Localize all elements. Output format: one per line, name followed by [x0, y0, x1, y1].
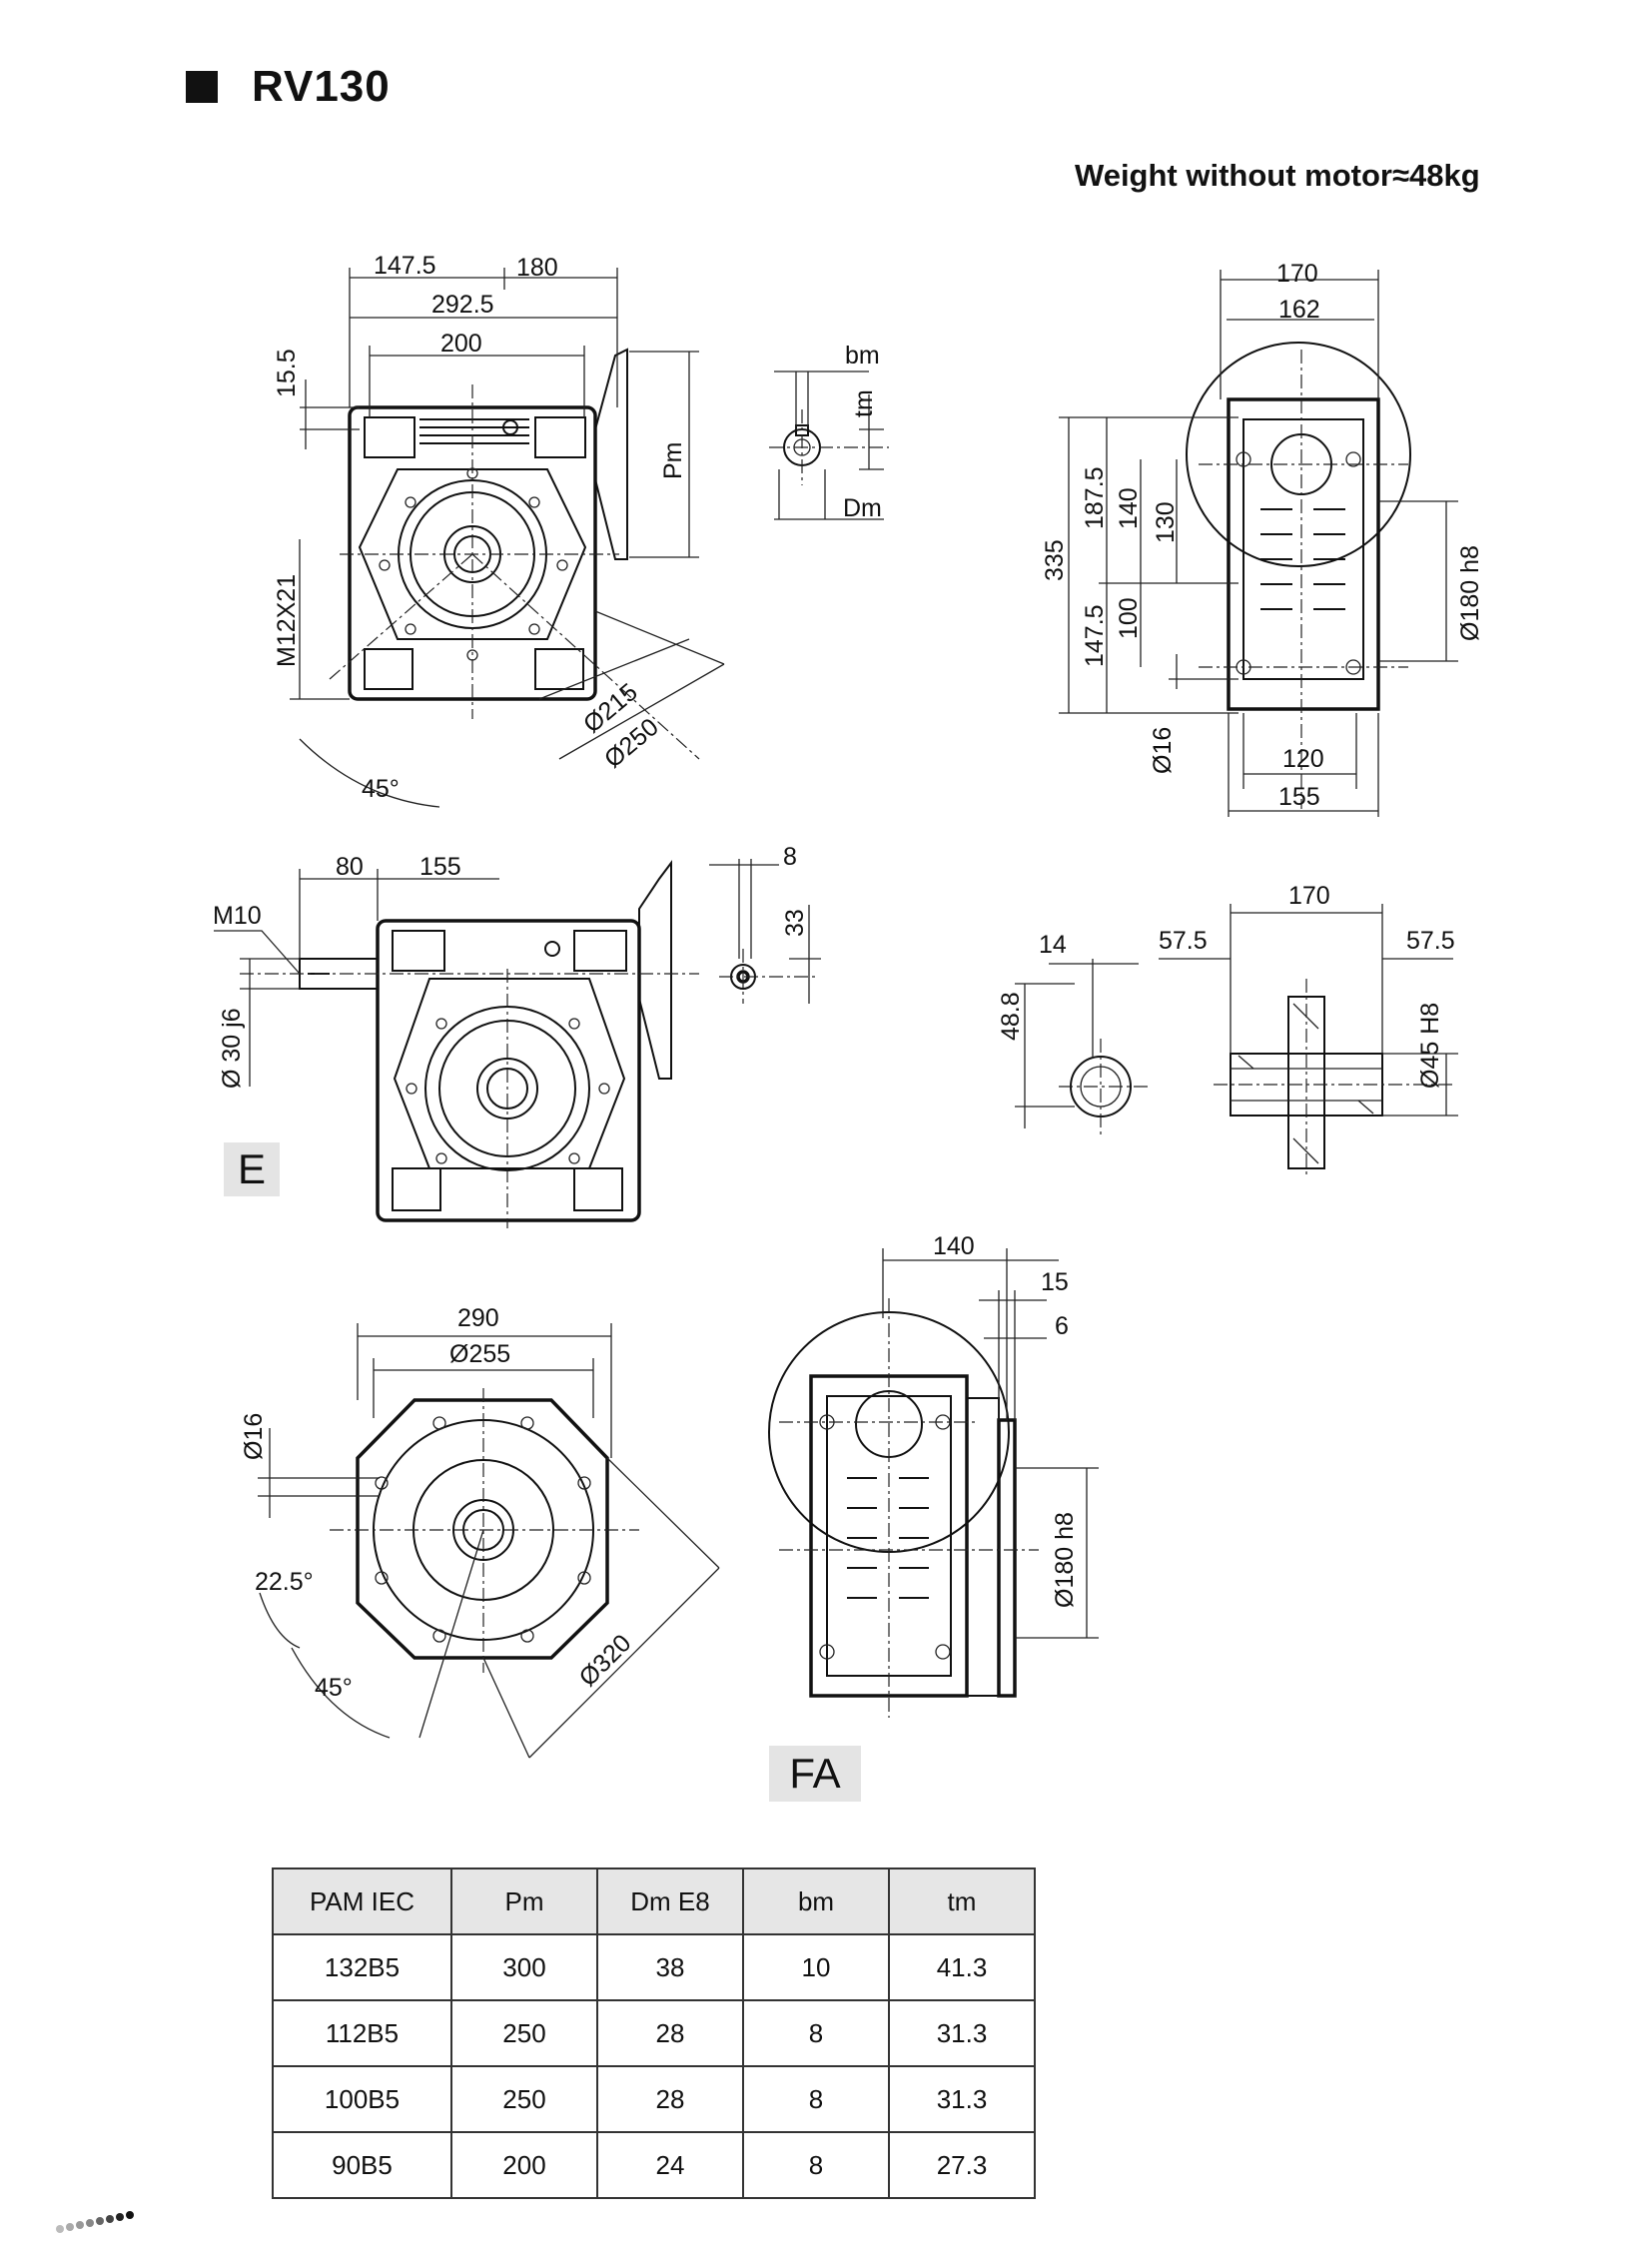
title-bullet — [186, 71, 218, 103]
dim-side-phi16: Ø16 — [1149, 727, 1177, 774]
table-cell: 10 — [742, 1933, 890, 2001]
dim-side-100: 100 — [1115, 597, 1143, 639]
dim-hs-48-8: 48.8 — [997, 992, 1025, 1041]
table-row: 132B5 300 38 10 41.3 — [272, 1933, 1036, 2001]
front-view: 147.5 180 292.5 200 15.5 M12X21 Pm Ø215 … — [273, 252, 725, 808]
dim-bm: bm — [845, 342, 880, 370]
table-cell: 28 — [596, 1999, 744, 2067]
dim-side-120: 120 — [1282, 745, 1324, 773]
fa-view: 140 15 6 Ø180 h8 — [768, 1232, 1099, 1718]
dim-fl-290: 290 — [457, 1304, 499, 1332]
table-row: 90B5 200 24 8 27.3 — [272, 2131, 1036, 2199]
dim-fa-140: 140 — [933, 1232, 975, 1260]
dim-side-155: 155 — [1278, 783, 1320, 811]
flange-view: 290 Ø255 Ø16 22.5° 45° Ø320 — [240, 1304, 720, 1759]
dim-hs-57-5-right: 57.5 — [1406, 927, 1455, 955]
dim-fl-45: 45° — [315, 1674, 353, 1702]
table-header-row: PAM IEC Pm Dm E8 bm tm — [272, 1868, 1036, 1935]
table-row: 112B5 250 28 8 31.3 — [272, 1999, 1036, 2067]
dim-m10: M10 — [213, 902, 262, 930]
col-header-tm: tm — [888, 1868, 1036, 1935]
dim-hs-170: 170 — [1288, 882, 1330, 910]
table-cell: 41.3 — [888, 1933, 1036, 2001]
dim-side-phi180: Ø180 h8 — [1456, 545, 1484, 641]
table-cell: 132B5 — [272, 1933, 452, 2001]
dim-pm: Pm — [659, 442, 687, 480]
dim-e-33: 33 — [781, 909, 809, 937]
dim-side-130: 130 — [1152, 501, 1180, 543]
table-cell: 38 — [596, 1933, 744, 2001]
dim-angle-45: 45° — [362, 775, 400, 803]
e-view: 80 155 M10 Ø 30 j6 8 33 — [213, 843, 821, 1228]
title-row: RV130 — [186, 62, 391, 112]
table-cell: 8 — [742, 2065, 890, 2133]
dim-side-140: 140 — [1115, 487, 1143, 529]
table-cell: 24 — [596, 2131, 744, 2199]
dim-dm: Dm — [843, 494, 882, 522]
dim-hs-phi45: Ø45 H8 — [1416, 1003, 1444, 1089]
table-cell: 250 — [450, 1999, 598, 2067]
col-header-dm: Dm E8 — [596, 1868, 744, 1935]
table-cell: 100B5 — [272, 2065, 452, 2133]
dim-15-5: 15.5 — [273, 349, 301, 397]
col-header-pm: Pm — [450, 1868, 598, 1935]
dim-fl-phi16: Ø16 — [240, 1413, 268, 1460]
dim-fa-6: 6 — [1055, 1312, 1069, 1340]
weight-note: Weight without motor≈48kg — [1075, 158, 1480, 193]
view-label-fa: FA — [769, 1746, 861, 1802]
table-cell: 8 — [742, 1999, 890, 2067]
dim-fl-phi255: Ø255 — [449, 1340, 510, 1368]
dim-e-80: 80 — [336, 853, 364, 881]
dim-side-170: 170 — [1276, 260, 1318, 288]
view-label-e: E — [224, 1142, 280, 1196]
shaft-key-detail: bm tm Dm — [769, 342, 889, 522]
dim-side-147-5: 147.5 — [1081, 604, 1109, 667]
dim-tm: tm — [850, 389, 878, 417]
dim-side-335: 335 — [1041, 539, 1069, 581]
dim-200: 200 — [440, 330, 482, 358]
table-cell: 28 — [596, 2065, 744, 2133]
dim-e-155: 155 — [419, 853, 461, 881]
dim-fl-22-5: 22.5° — [255, 1568, 314, 1596]
table-cell: 31.3 — [888, 1999, 1036, 2067]
side-view: 170 162 335 187.5 147.5 140 130 100 Ø16 … — [1041, 260, 1484, 817]
dim-292-5: 292.5 — [431, 291, 494, 319]
dim-m12x21: M12X21 — [273, 574, 301, 667]
table-cell: 31.3 — [888, 2065, 1036, 2133]
table-cell: 90B5 — [272, 2131, 452, 2199]
dim-e-8: 8 — [783, 843, 797, 871]
table-cell: 8 — [742, 2131, 890, 2199]
table-cell: 200 — [450, 2131, 598, 2199]
table-row: 100B5 250 28 8 31.3 — [272, 2065, 1036, 2133]
dim-147-5: 147.5 — [374, 252, 436, 280]
dim-side-187-5: 187.5 — [1081, 466, 1109, 529]
table-cell: 250 — [450, 2065, 598, 2133]
table-cell: 27.3 — [888, 2131, 1036, 2199]
logo-dots-icon — [56, 2211, 134, 2233]
dim-fa-phi180: Ø180 h8 — [1051, 1512, 1079, 1608]
col-header-pam-iec: PAM IEC — [272, 1868, 452, 1935]
dim-side-162: 162 — [1278, 296, 1320, 324]
pam-table: PAM IEC Pm Dm E8 bm tm 132B5 300 38 10 4… — [272, 1868, 1036, 2199]
dim-hs-57-5-left: 57.5 — [1159, 927, 1208, 955]
dim-hs-14: 14 — [1039, 931, 1067, 959]
col-header-bm: bm — [742, 1868, 890, 1935]
dim-180: 180 — [516, 254, 558, 282]
dim-phi30: Ø 30 j6 — [218, 1008, 246, 1089]
dim-fa-15: 15 — [1041, 1268, 1069, 1296]
table-cell: 112B5 — [272, 1999, 452, 2067]
hollow-shaft-detail: 14 48.8 170 57.5 57.5 Ø45 H8 — [997, 882, 1458, 1178]
page-title: RV130 — [252, 62, 391, 111]
table-cell: 300 — [450, 1933, 598, 2001]
